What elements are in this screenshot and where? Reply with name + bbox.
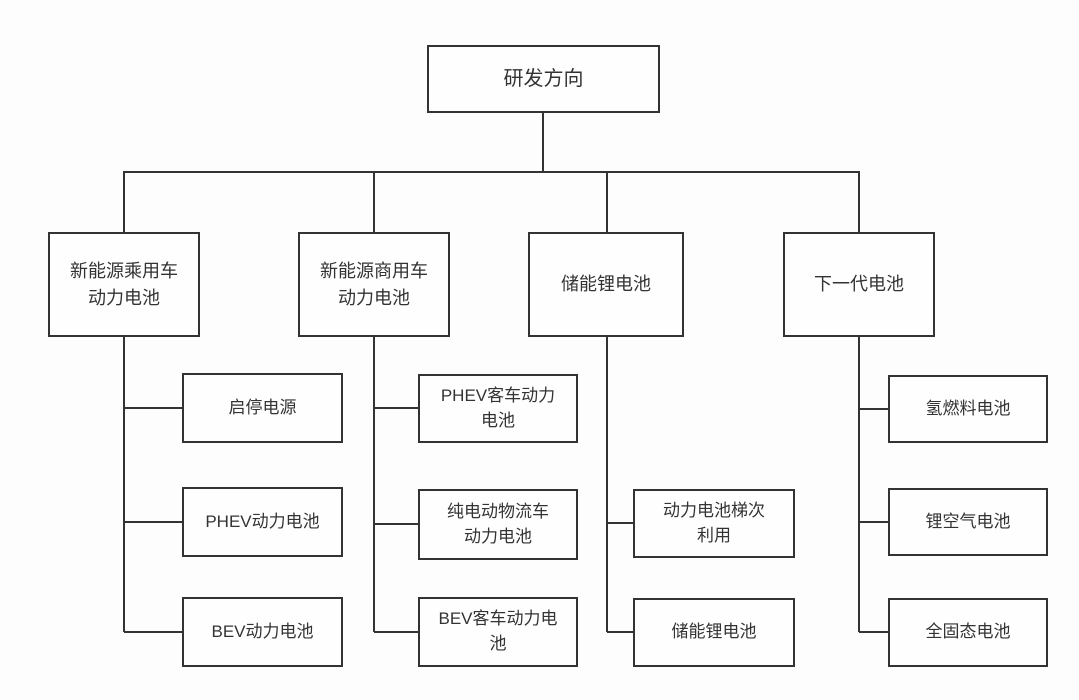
node-solid-state-battery: 全固态电池 bbox=[888, 598, 1048, 667]
node-bev-power-battery: BEV动力电池 bbox=[182, 597, 343, 667]
node-storage-lithium-battery: 储能锂电池 bbox=[528, 232, 684, 337]
connector-branch-2 bbox=[373, 337, 418, 633]
node-battery-echelon-use: 动力电池梯次 利用 bbox=[633, 489, 795, 558]
node-storage-lithium-battery-sub: 储能锂电池 bbox=[633, 598, 795, 667]
node-lithium-air-battery: 锂空气电池 bbox=[888, 488, 1048, 556]
node-hydrogen-fuel-cell: 氢燃料电池 bbox=[888, 375, 1048, 443]
node-phev-power-battery: PHEV动力电池 bbox=[182, 487, 343, 557]
connector-root-bus bbox=[123, 113, 860, 232]
node-ev-logistics-battery: 纯电动物流车 动力电池 bbox=[418, 489, 578, 560]
connector-branch-3 bbox=[606, 337, 633, 633]
node-nev-commercial-battery: 新能源商用车 动力电池 bbox=[298, 232, 450, 337]
node-start-stop-power: 启停电源 bbox=[182, 373, 343, 443]
node-phev-bus-battery: PHEV客车动力 电池 bbox=[418, 374, 578, 443]
node-next-gen-battery: 下一代电池 bbox=[783, 232, 935, 337]
node-bev-bus-battery: BEV客车动力电 池 bbox=[418, 597, 578, 667]
connector-branch-4 bbox=[858, 337, 888, 633]
connector-branch-1 bbox=[123, 337, 182, 633]
node-nev-passenger-battery: 新能源乘用车 动力电池 bbox=[48, 232, 200, 337]
node-rd-direction: 研发方向 bbox=[427, 45, 660, 113]
